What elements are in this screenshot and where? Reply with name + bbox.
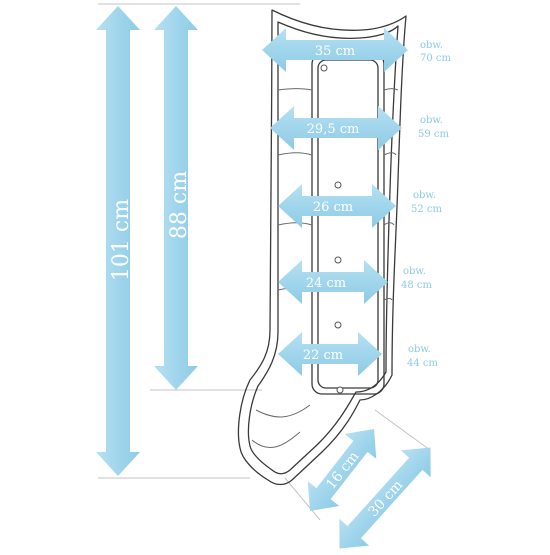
- circ-value-3: 52 cm: [411, 204, 443, 215]
- width-label-4: 24 cm: [306, 276, 346, 291]
- width-label-1: 35 cm: [315, 44, 355, 59]
- circ-value-1: 70 cm: [420, 53, 452, 64]
- chamber-line: [277, 88, 313, 91]
- chamber-line: [383, 222, 395, 226]
- circ-prefix-2: obw.: [420, 115, 443, 126]
- rivets: [320, 64, 344, 394]
- width-label-5: 22 cm: [303, 348, 343, 363]
- rivet: [334, 181, 342, 189]
- width-arrow-2: 29,5 cm: [270, 106, 402, 150]
- rivet: [336, 386, 344, 394]
- arrow-shape: [96, 6, 140, 476]
- circ-value-2: 59 cm: [418, 129, 450, 140]
- height-arrow-88: 88 cm: [154, 6, 198, 390]
- chamber-line: [277, 152, 313, 156]
- arrow-shape: [307, 429, 377, 511]
- foot-arrow-30: 30 cm: [339, 447, 431, 549]
- chamber-line: [277, 222, 313, 226]
- height-label-88: 88 cm: [167, 171, 192, 239]
- arrow-shape: [262, 28, 408, 72]
- width-label-2: 29,5 cm: [307, 122, 360, 137]
- foot-label-30: 30 cm: [365, 477, 406, 520]
- width-arrow-3: 26 cm: [278, 184, 396, 228]
- chamber-line: [383, 88, 399, 91]
- foot-chamber-line: [251, 431, 301, 448]
- circ-value-5: 44 cm: [407, 358, 439, 369]
- cuff-inner-shape: [247, 21, 399, 475]
- arrow-shape: [154, 6, 198, 390]
- width-label-3: 26 cm: [313, 200, 353, 215]
- rivet: [320, 64, 328, 72]
- circ-prefix-4: obw.: [403, 266, 426, 277]
- width-arrow-1: 35 cm: [262, 28, 408, 72]
- circ-prefix-3: obw.: [413, 190, 436, 201]
- arrow-shape: [278, 332, 382, 376]
- width-arrow-4: 24 cm: [278, 260, 388, 304]
- height-arrow-101: 101 cm: [96, 6, 140, 476]
- circ-prefix-1: obw.: [420, 40, 443, 51]
- cuff-outline: [237, 9, 407, 486]
- chamber-line: [383, 298, 393, 301]
- arrow-shape: [339, 447, 431, 549]
- circ-prefix-5: obw.: [408, 344, 431, 355]
- foot-chamber-line: [255, 404, 311, 418]
- circumference-labels: obw. 70 cm obw. 59 cm obw. 52 cm obw. 48…: [401, 40, 452, 369]
- arrow-shape: [270, 106, 402, 150]
- cuff-panel-inner: [317, 59, 379, 389]
- cuff-outer-shape: [237, 9, 407, 486]
- arrow-shape: [278, 184, 396, 228]
- height-label-101: 101 cm: [109, 199, 134, 281]
- width-arrow-5: 22 cm: [278, 332, 382, 376]
- chamber-line: [383, 152, 397, 156]
- circ-value-4: 48 cm: [401, 280, 433, 291]
- arrow-shape: [278, 260, 388, 304]
- rivet: [334, 321, 342, 329]
- rivet: [334, 256, 342, 264]
- guide-foot-outer: [284, 477, 321, 521]
- guide-foot-inner: [374, 409, 431, 451]
- guide-lines: [98, 3, 431, 521]
